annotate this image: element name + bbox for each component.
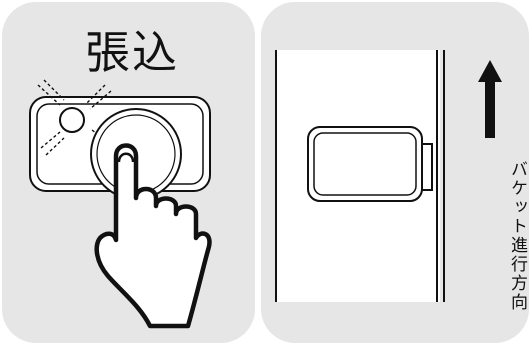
press-caption: 張込 — [85, 26, 180, 79]
pointing-finger-press-icon — [94, 143, 212, 329]
up-arrow-icon — [478, 60, 502, 138]
bucket-direction-label: バケット進行方向 — [507, 160, 527, 312]
camera-device-icon — [29, 79, 211, 200]
mounted-device-icon — [307, 126, 433, 202]
